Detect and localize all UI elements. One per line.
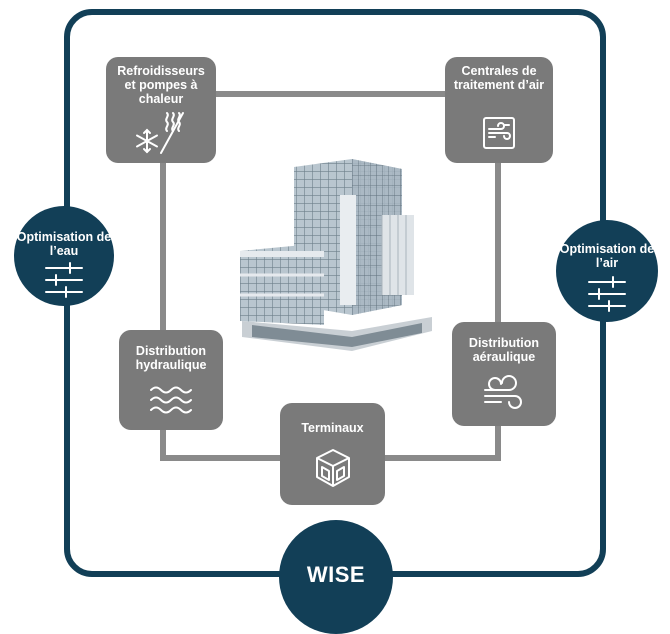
node-chillers-heat-pumps[interactable]: Refroidisseurs et pompes à chaleur (106, 57, 216, 163)
optimizer-water-label: Optimisation de l’eau (16, 230, 112, 258)
node-hydraulic-distribution[interactable]: Distribution hydraulique (119, 330, 223, 430)
connector-left (160, 91, 166, 461)
snowflake-heat-icon (133, 107, 189, 157)
air-handling-unit-icon (481, 115, 517, 151)
node-aeraulic-label: Distribution aéraulique (468, 336, 540, 364)
connector-right (495, 91, 501, 461)
wise-brand-label: WISE (306, 562, 366, 587)
terminal-box-icon (313, 447, 353, 489)
connector-top (160, 91, 510, 97)
wind-icon (481, 374, 527, 412)
sliders-icon (44, 262, 84, 298)
optimizer-air-circle[interactable]: Optimisation de l’air (556, 220, 658, 322)
node-chillers-label: Refroidisseurs et pompes à chaleur (117, 64, 205, 106)
water-waves-icon (148, 384, 194, 416)
optimizer-water-circle[interactable]: Optimisation de l’eau (14, 206, 114, 306)
optimizer-air-label: Optimisation de l’air (559, 242, 655, 270)
wise-brand-circle[interactable]: WISE (279, 520, 393, 634)
node-terminals-label: Terminaux (301, 421, 364, 435)
node-air-handling-label: Centrales de traitement d’air (453, 64, 545, 92)
node-hydraulic-label: Distribution hydraulique (135, 344, 207, 372)
node-aeraulic-distribution[interactable]: Distribution aéraulique (452, 322, 556, 426)
node-terminals[interactable]: Terminaux (280, 403, 385, 505)
node-air-handling-units[interactable]: Centrales de traitement d’air (445, 57, 553, 163)
office-building-image (232, 155, 442, 355)
sliders-icon (587, 276, 627, 312)
